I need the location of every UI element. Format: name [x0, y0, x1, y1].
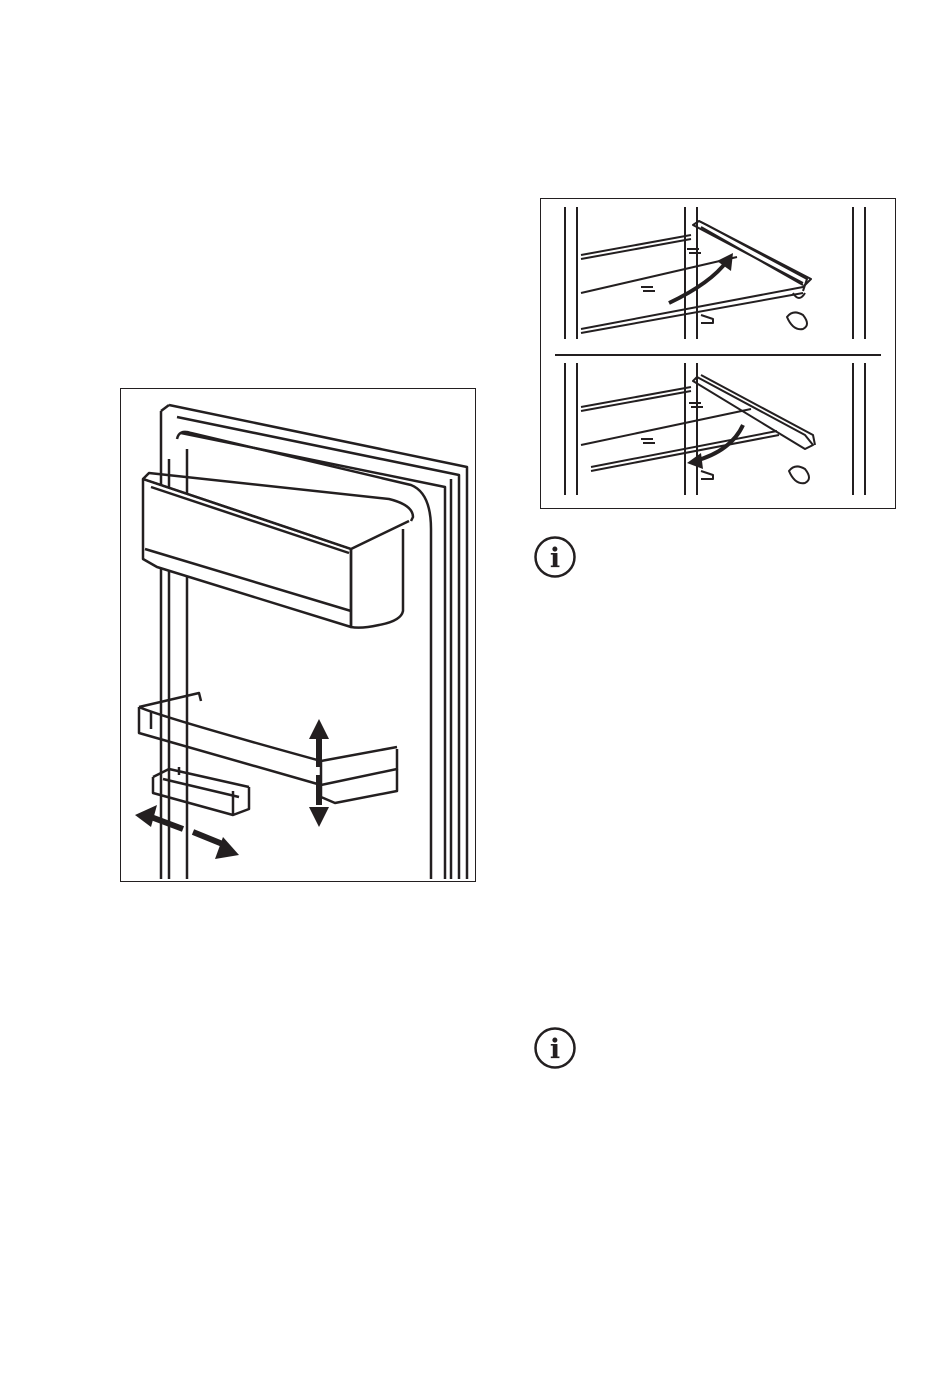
door-balcony-illustration	[121, 389, 475, 881]
info-glyph: i	[550, 543, 560, 574]
info-glyph: i	[550, 1034, 560, 1065]
info-icon: i	[533, 1026, 577, 1070]
shelf-removal-illustration	[541, 199, 895, 508]
shelf-removal-figure	[540, 198, 896, 509]
info-icon: i	[533, 535, 577, 579]
door-balcony-figure	[120, 388, 476, 882]
